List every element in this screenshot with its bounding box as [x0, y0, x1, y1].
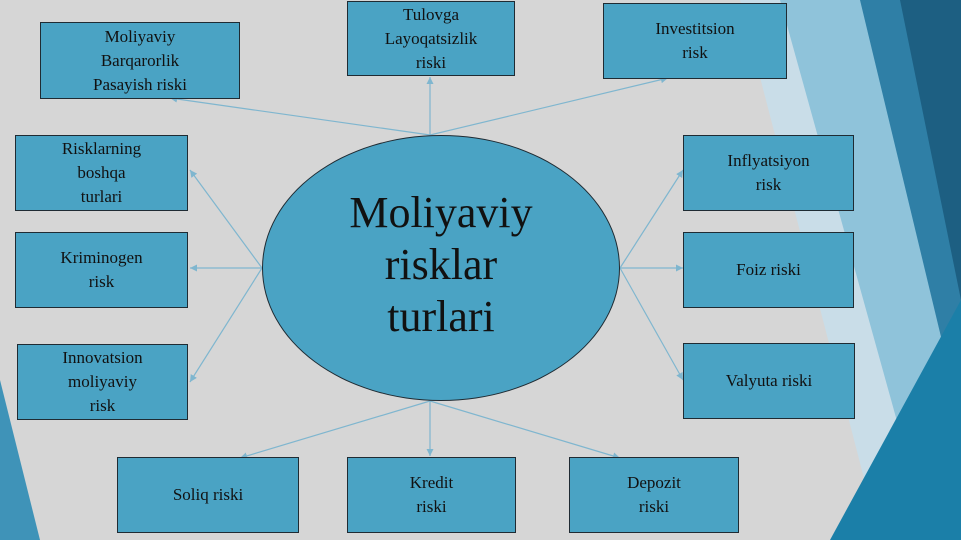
center-ellipse: Moliyaviy risklar turlari [262, 135, 620, 401]
node-kredit: Kredit riski [347, 457, 516, 533]
connector-barqarorlik [169, 95, 431, 136]
bg-shape-left [0, 380, 40, 540]
node-inflyatsiyon: Inflyatsiyon risk [683, 135, 854, 211]
node-soliq: Soliq riski [117, 457, 299, 533]
node-barqarorlik: Moliyaviy Barqarorlik Pasayish riski [40, 22, 240, 99]
connector-depozit [429, 400, 621, 460]
node-depozit: Depozit riski [569, 457, 739, 533]
node-valyuta: Valyuta riski [683, 343, 855, 419]
connector-inflyatsiyon [619, 169, 684, 269]
node-kriminogen: Kriminogen risk [15, 232, 188, 308]
center-title: Moliyaviy risklar turlari [349, 188, 533, 341]
connector-valyuta [619, 267, 684, 381]
node-investitsion: Investitsion risk [603, 3, 787, 79]
node-innovatsion: Innovatsion moliyaviy risk [17, 344, 188, 420]
connector-soliq [239, 400, 431, 460]
node-tulovga: Tulovga Layoqatsizlik riski [347, 1, 515, 76]
node-boshqa: Risklarning boshqa turlari [15, 135, 188, 211]
bg-shape-bottom [830, 300, 961, 540]
connector-investitsion [429, 76, 669, 136]
connector-innovatsion [189, 267, 263, 383]
connector-boshqa [189, 169, 263, 269]
node-foiz: Foiz riski [683, 232, 854, 308]
bg-shape-darker [900, 0, 961, 300]
